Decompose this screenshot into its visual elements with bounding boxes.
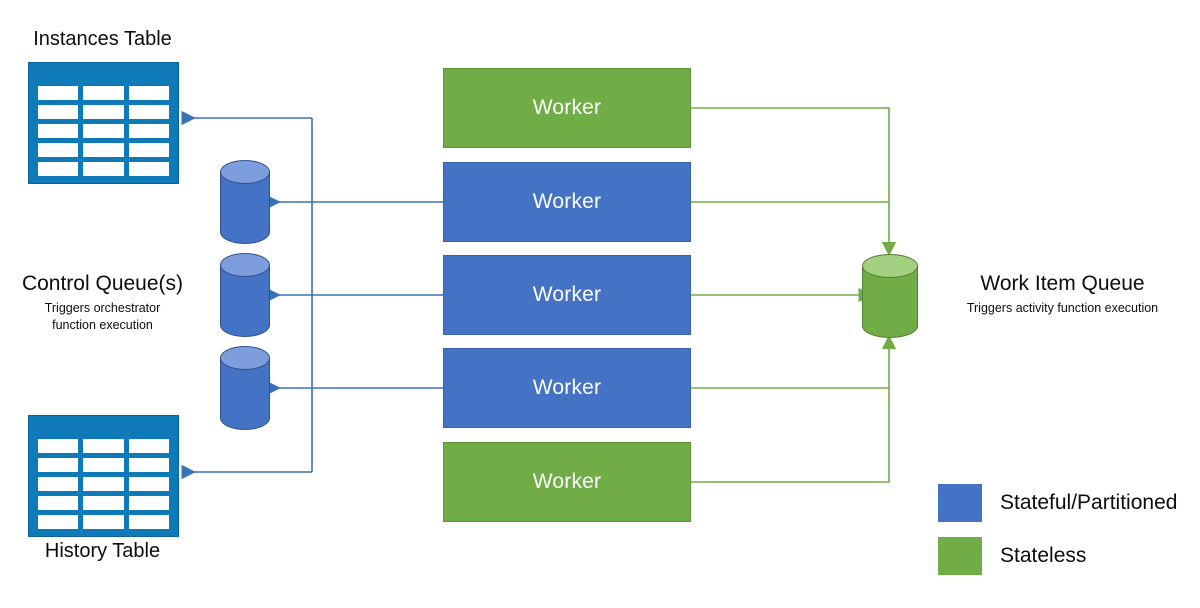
- worker-label: Worker: [532, 190, 602, 213]
- table-header-band: [29, 416, 178, 438]
- table-cell: [82, 495, 125, 511]
- history-table-caption: History Table: [44, 540, 161, 562]
- table-grid: [29, 85, 178, 183]
- worker-label: Worker: [532, 96, 602, 119]
- cylinder-top: [220, 160, 270, 184]
- table-cell: [127, 104, 170, 120]
- table-cell: [37, 104, 80, 120]
- control-queue-label: Control Queue(s) Triggers orchestrator f…: [0, 272, 205, 334]
- table-cell: [37, 123, 80, 139]
- wire-worker5-to-work-item-queue: [691, 334, 897, 483]
- control-queue-cylinder-1: [220, 160, 270, 244]
- table-cell: [37, 457, 80, 473]
- cylinder-top: [220, 253, 270, 277]
- table-cell: [82, 123, 125, 139]
- table-cell: [82, 104, 125, 120]
- table-cell: [127, 123, 170, 139]
- legend-label-stateless: Stateless: [1000, 544, 1087, 567]
- table-cell: [37, 438, 80, 454]
- worker-box-3[interactable]: Worker: [443, 255, 691, 335]
- work-item-queue-title: Work Item Queue: [980, 272, 1145, 295]
- worker-label: Worker: [532, 283, 602, 306]
- legend-item-stateless: Stateless: [938, 537, 1086, 575]
- wire-worker1-to-work-item-queue: [691, 107, 897, 257]
- table-cell: [82, 457, 125, 473]
- control-queue-subtitle-line2: function execution: [52, 317, 153, 332]
- work-item-queue-cylinder: [862, 254, 918, 338]
- worker-box-1[interactable]: Worker: [443, 68, 691, 148]
- worker-box-5[interactable]: Worker: [443, 442, 691, 522]
- control-queue-subtitle: Triggers orchestrator function execution: [0, 300, 205, 334]
- table-cell: [82, 161, 125, 177]
- table-cell: [127, 476, 170, 492]
- history-table: [28, 415, 179, 537]
- work-item-queue-subtitle: Triggers activity function execution: [966, 301, 1159, 315]
- table-cell: [127, 142, 170, 158]
- control-queue-cylinder-3: [220, 346, 270, 430]
- table-cell: [127, 85, 170, 101]
- control-queue-subtitle-line1: Triggers orchestrator: [44, 301, 161, 315]
- table-cell: [127, 438, 170, 454]
- control-queue-title: Control Queue(s): [21, 272, 184, 295]
- table-cell: [37, 142, 80, 158]
- worker-box-4[interactable]: Worker: [443, 348, 691, 428]
- table-cell: [37, 85, 80, 101]
- table-cell: [127, 495, 170, 511]
- table-cell: [37, 495, 80, 511]
- worker-box-2[interactable]: Worker: [443, 162, 691, 242]
- legend-label-stateful: Stateful/Partitioned: [1000, 491, 1178, 514]
- instances-table: [28, 62, 179, 184]
- table-header-band: [29, 63, 178, 85]
- legend-item-stateful: Stateful/Partitioned: [938, 484, 1177, 522]
- legend-swatch-stateful: [938, 484, 982, 522]
- table-cell: [82, 85, 125, 101]
- table-cell: [82, 438, 125, 454]
- table-cell: [37, 476, 80, 492]
- table-cell: [82, 514, 125, 530]
- worker-label: Worker: [532, 376, 602, 399]
- table-grid: [29, 438, 178, 536]
- worker-label: Worker: [532, 470, 602, 493]
- table-cell: [127, 457, 170, 473]
- table-cell: [127, 514, 170, 530]
- cylinder-top: [862, 254, 918, 278]
- instances-table-caption: Instances Table: [33, 28, 172, 50]
- table-cell: [82, 476, 125, 492]
- table-cell: [37, 514, 80, 530]
- table-cell: [82, 142, 125, 158]
- legend-swatch-stateless: [938, 537, 982, 575]
- table-cell: [37, 161, 80, 177]
- work-item-queue-label: Work Item Queue Triggers activity functi…: [930, 272, 1195, 317]
- control-queue-cylinder-2: [220, 253, 270, 337]
- cylinder-top: [220, 346, 270, 370]
- table-cell: [127, 161, 170, 177]
